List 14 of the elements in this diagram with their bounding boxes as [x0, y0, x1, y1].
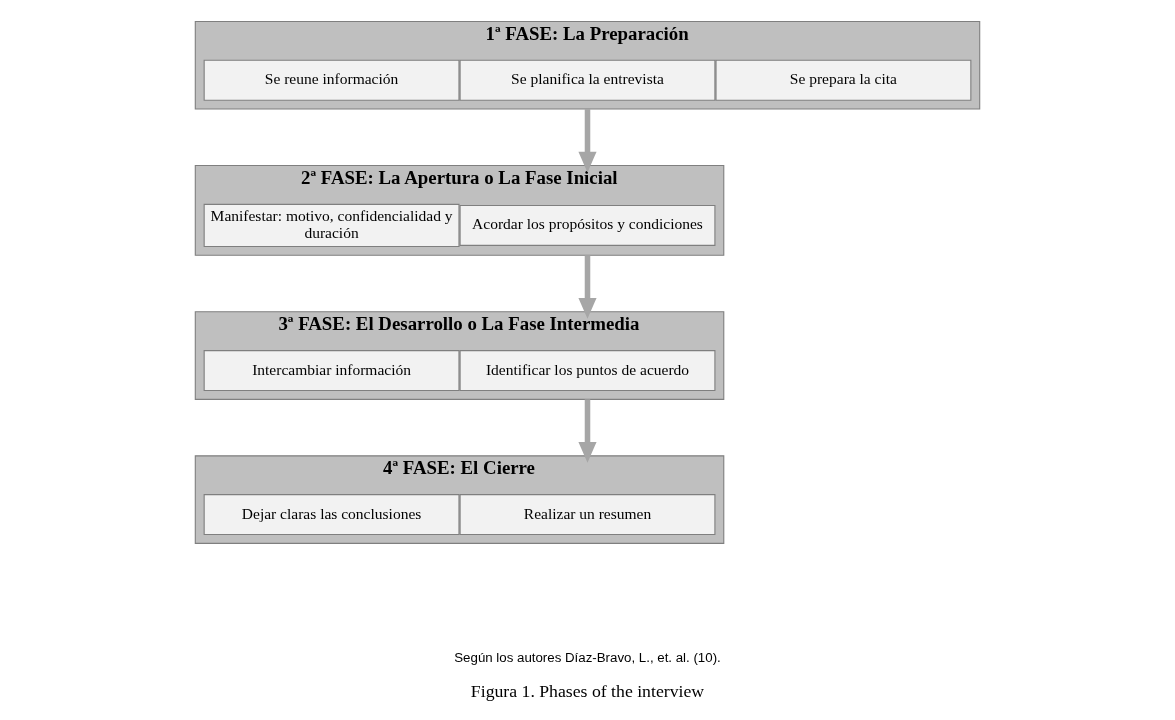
node-box: Intercambiar información	[203, 350, 460, 392]
node-box: Realizar un resumen	[459, 494, 716, 536]
node-box: Manifestar: motivo, confidencialidad y duración	[203, 203, 460, 247]
caption: Figura 1. Phases of the interview	[470, 681, 705, 702]
node-box: Se prepara la cita	[715, 59, 972, 101]
node-box: Dejar claras las conclusiones	[203, 494, 460, 536]
node-box: Se planifica la entrevista	[459, 59, 716, 101]
label: Según los autores Díaz-Bravo, L., et. al. (10).	[454, 650, 721, 666]
node-box: Acordar los propósitos y condiciones	[459, 204, 716, 246]
arrow	[578, 399, 597, 463]
node-box: Se reune información	[203, 59, 460, 101]
arrow	[578, 255, 597, 319]
node-box: Identificar los puntos de acuerdo	[459, 350, 716, 392]
arrow	[578, 109, 597, 173]
